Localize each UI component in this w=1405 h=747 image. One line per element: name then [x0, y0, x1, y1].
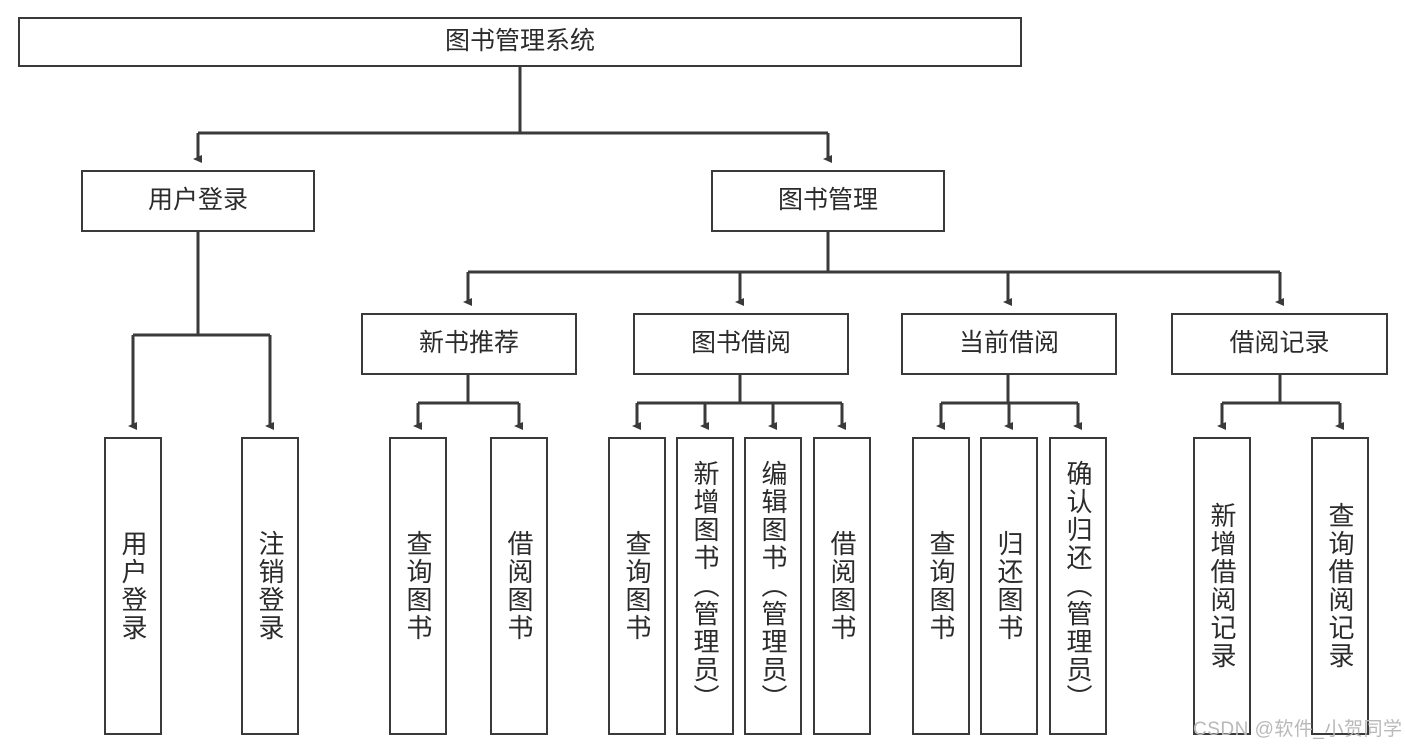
leaf-label: 查询图书 [403, 530, 433, 642]
leaf-label: 注销登录 [255, 530, 285, 642]
node-borrow-record-label: 借阅记录 [1229, 329, 1330, 358]
leaf-label: 查询图书 [622, 530, 652, 642]
leaf-book-borrow-query[interactable]: 查询图书 [608, 437, 666, 735]
leaf-label: 确认归还（管理员） [1063, 460, 1093, 712]
leaf-borrow-record-add[interactable]: 新增借阅记录 [1193, 437, 1251, 735]
leaf-label: 新增借阅记录 [1207, 502, 1237, 670]
leaf-current-borrow-return[interactable]: 归还图书 [980, 437, 1038, 735]
leaf-label: 归还图书 [994, 530, 1024, 642]
leaf-label: 新增图书（管理员） [690, 460, 720, 712]
node-user-login[interactable]: 用户登录 [81, 170, 315, 232]
leaf-borrow-record-query[interactable]: 查询借阅记录 [1311, 437, 1369, 735]
node-book-borrow[interactable]: 图书借阅 [633, 313, 849, 375]
node-current-borrow[interactable]: 当前借阅 [901, 313, 1117, 375]
node-new-book-recommend[interactable]: 新书推荐 [361, 313, 577, 375]
node-user-login-label: 用户登录 [147, 186, 248, 215]
leaf-user-login-login[interactable]: 用户登录 [104, 437, 162, 735]
leaf-book-borrow-borrow[interactable]: 借阅图书 [813, 437, 871, 735]
leaf-user-login-logout[interactable]: 注销登录 [241, 437, 299, 735]
node-current-borrow-label: 当前借阅 [958, 329, 1059, 358]
leaf-current-borrow-query[interactable]: 查询图书 [912, 437, 970, 735]
leaf-book-borrow-add[interactable]: 新增图书（管理员） [676, 437, 734, 735]
node-borrow-record[interactable]: 借阅记录 [1171, 313, 1388, 375]
node-book-manage-label: 图书管理 [777, 186, 878, 215]
csdn-watermark: CSDN @软件_小贺同学 [1193, 719, 1403, 740]
node-book-borrow-label: 图书借阅 [690, 329, 791, 358]
leaf-label: 查询借阅记录 [1325, 502, 1355, 670]
leaf-label: 用户登录 [118, 530, 148, 642]
leaf-label: 查询图书 [926, 530, 956, 642]
leaf-new-book-query[interactable]: 查询图书 [389, 437, 447, 735]
leaf-book-borrow-edit[interactable]: 编辑图书（管理员） [744, 437, 802, 735]
node-root-label: 图书管理系统 [444, 27, 595, 56]
leaf-label: 借阅图书 [827, 530, 857, 642]
leaf-label: 借阅图书 [504, 530, 534, 642]
node-new-book-recommend-label: 新书推荐 [418, 329, 519, 358]
leaf-new-book-borrow[interactable]: 借阅图书 [490, 437, 548, 735]
leaf-current-borrow-confirm-return[interactable]: 确认归还（管理员） [1049, 437, 1107, 735]
leaf-label: 编辑图书（管理员） [758, 460, 788, 712]
node-book-manage[interactable]: 图书管理 [711, 170, 945, 232]
node-root[interactable]: 图书管理系统 [18, 17, 1022, 67]
